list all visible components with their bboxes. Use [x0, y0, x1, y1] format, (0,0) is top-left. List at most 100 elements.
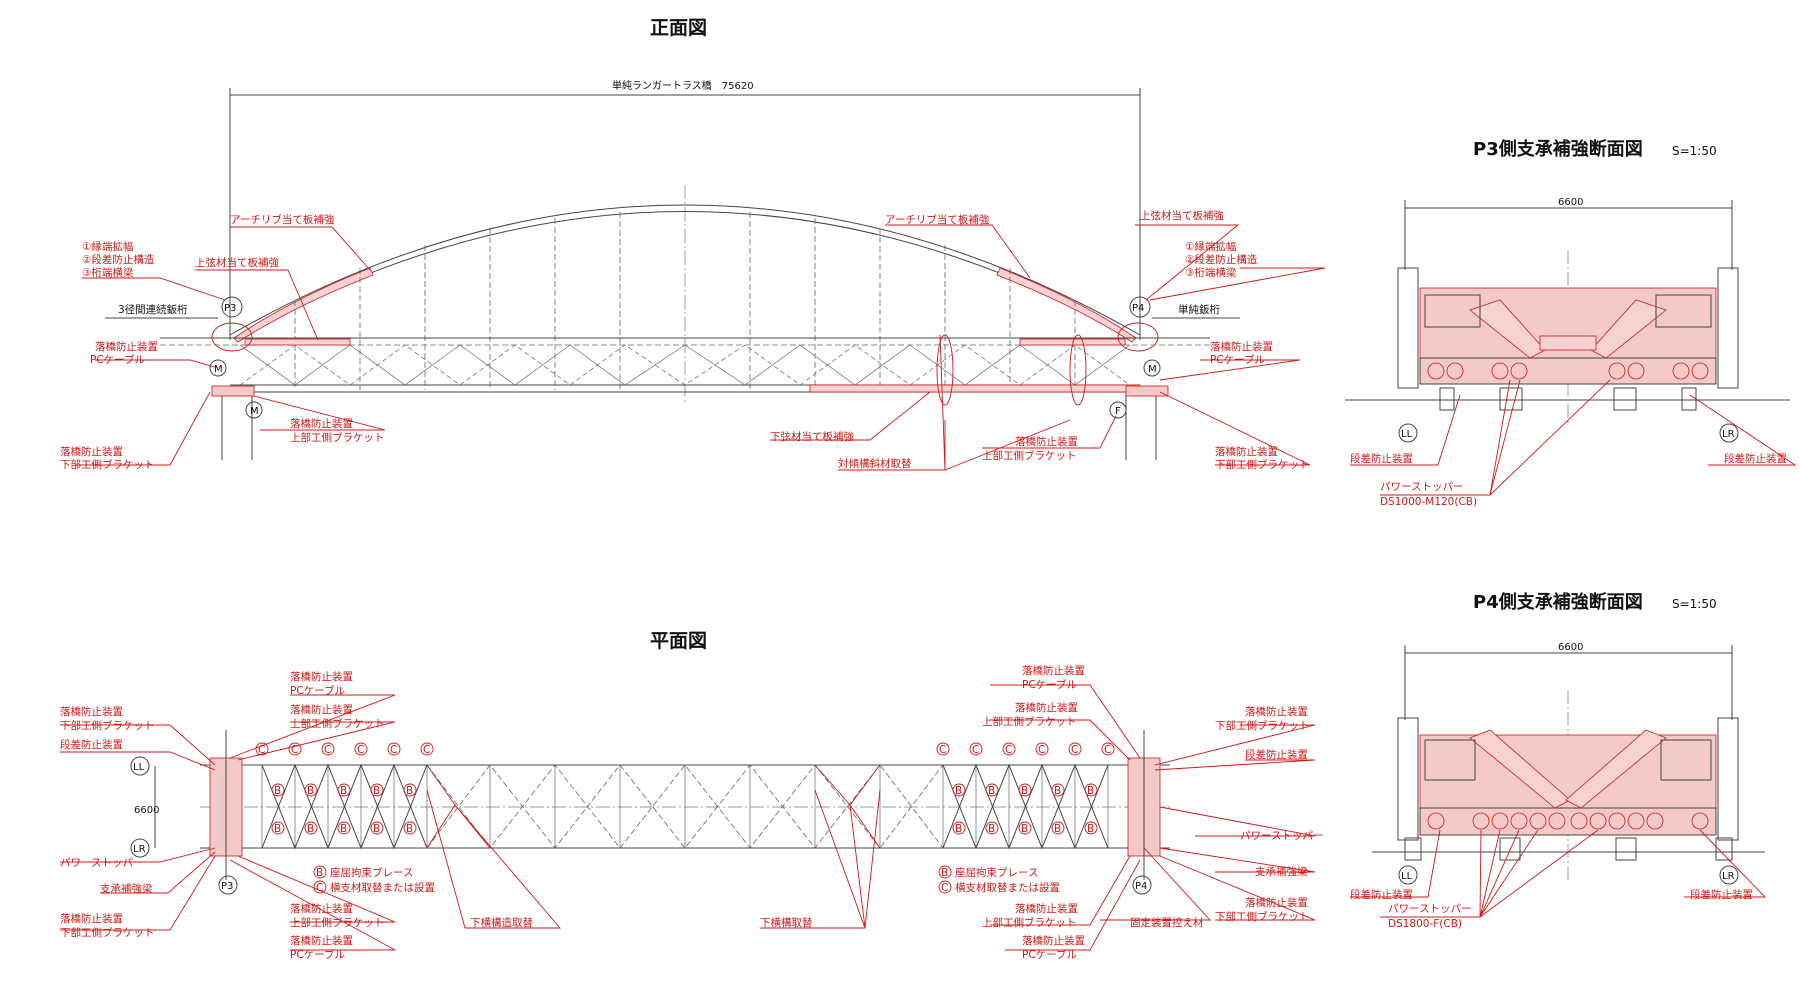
plan-label-l-top-pc-1: 落橋防止装置 [290, 670, 353, 683]
p3-bearing-3 [1613, 387, 1637, 411]
plan-label-r-top-sup-2: 上部工側ブラケット [982, 715, 1077, 728]
plan-label-l-bot-sup-2: 上部工側ブラケット [290, 916, 385, 929]
label-fall-pc-right-2: PCケーブル [1210, 353, 1265, 366]
p3-lr-marker [1719, 423, 1739, 443]
p4-label-power: パワーストッパー [1388, 903, 1471, 915]
p3-label-step-right: 段差防止装置 [1724, 452, 1787, 465]
right-end-mark [1117, 322, 1159, 352]
p4-section-title: P4側支承補強断面図 [1473, 591, 1643, 613]
plan-p4-label: P4 [1135, 881, 1147, 892]
bearing-f-right [1109, 401, 1127, 419]
plan-label-l-brace-c: 横支材取替または設置 [330, 881, 435, 894]
p4-bearing-3 [1615, 837, 1637, 861]
plan-lr-marker [130, 838, 150, 858]
svg-text:B: B [373, 823, 380, 835]
plan-lateral-bracing [426, 764, 944, 849]
pier-p3-label: P3 [224, 303, 236, 314]
plan-label-r-top-sup-1: 落橋防止装置 [1015, 701, 1078, 714]
front-pier-p3 [211, 385, 255, 460]
label-arch-rib-left: アーチリブ当て板補強 [230, 213, 335, 226]
plan-label-r-bot-pc-1: 落橋防止装置 [1022, 934, 1085, 947]
svg-text:B: B [955, 823, 962, 835]
p4-block-right [1660, 739, 1712, 781]
svg-text:B: B [988, 785, 995, 797]
plan-label-l-fall-sub-b1: 落橋防止装置 [60, 912, 123, 925]
plan-label-r-brace-c: 横支材取替または設置 [955, 881, 1060, 894]
label-upper-chord-right: 上弦材当て板補強 [1140, 209, 1224, 222]
p4-scale: S=1:50 [1672, 597, 1717, 611]
label-fall-sup-left-2: 上部工側ブラケット [290, 431, 385, 444]
svg-text:B: B [406, 785, 413, 797]
p4-lr-marker [1719, 865, 1739, 885]
svg-text:C: C [258, 744, 265, 756]
plan-label-l-fall-sub-b2: 下部工側ブラケット [60, 926, 155, 939]
plan-ll-marker [130, 756, 150, 776]
svg-text:C: C [941, 882, 948, 894]
p3-ll-marker [1398, 423, 1418, 443]
plan-label-l-bot-pc-2: PCケーブル [290, 948, 345, 961]
plan-label-l-brace-b: 座屈拘束ブレース [330, 866, 413, 879]
p4-label-model: DS1800-F(CB) [1388, 918, 1462, 930]
plan-label-l-bot-sup-1: 落橋防止装置 [290, 902, 353, 915]
plan-label-l-power: パワーストッパー [60, 857, 143, 869]
plan-label-l-top-sup-2: 上部工側ブラケット [290, 717, 385, 730]
p3-support-beam [1419, 357, 1717, 385]
plan-label-r-fall-sub-b2: 下部工側ブラケット [1215, 910, 1310, 923]
truss-diagonals [239, 344, 1131, 386]
p3-bearing-2 [1499, 387, 1523, 411]
label-fall-pc-left-2: PCケーブル [90, 353, 145, 366]
p3-label-step-left: 段差防止装置 [1350, 452, 1413, 465]
svg-text:C: C [291, 744, 298, 756]
bearing-m-text-1: M [214, 364, 223, 375]
plan-view: LL LR 6600 P3 P4 C C C C C C C C C C C C… [60, 664, 1323, 961]
plan-label-r-brace-b: 座屈拘束ブレース [955, 866, 1038, 879]
svg-text:B: B [1054, 785, 1061, 797]
p3-leaders [1350, 379, 1797, 496]
svg-text:B: B [941, 867, 948, 879]
plan-p3-marker [218, 875, 238, 895]
plan-label-l-top-sup-1: 落橋防止装置 [290, 703, 353, 716]
svg-text:C: C [324, 744, 331, 756]
bearing-f-text: F [1115, 406, 1121, 417]
plan-label-r-bot-sup-2: 上部工側ブラケット [982, 916, 1077, 929]
p4-ll-marker [1398, 865, 1418, 885]
label-arch-rib-right: アーチリブ当て板補強 [885, 213, 990, 226]
pier-p4-label: P4 [1132, 303, 1144, 314]
svg-text:B: B [988, 823, 995, 835]
p3-ll-label: LL [1401, 429, 1413, 440]
plan-b-markers: B B B B B B B B B B B B B B B B B B B B [271, 783, 1098, 835]
label-fall-sub-right-1: 落橋防止装置 [1215, 445, 1278, 458]
svg-text:C: C [1104, 744, 1111, 756]
plan-cross-beams [261, 765, 1109, 848]
plan-legend-c-left [313, 880, 327, 894]
svg-text:C: C [390, 744, 397, 756]
svg-text:C: C [357, 744, 364, 756]
label-note-left-1: ①縁端拡幅 [82, 240, 133, 253]
p3-section: 6600 LL LR [1345, 197, 1797, 508]
label-note-left-3: ③桁端横梁 [82, 266, 134, 279]
front-view: 単純ランガートラス橋 75620 [60, 79, 1326, 471]
plan-label-r-top-pc-1: 落橋防止装置 [1022, 664, 1085, 677]
svg-text:B: B [340, 785, 347, 797]
svg-text:B: B [1054, 823, 1061, 835]
p4-lr-label: LR [1722, 871, 1735, 882]
plan-p3-label: P3 [221, 881, 233, 892]
plan-label-r-bot-pc-2: PCケーブル [1022, 948, 1077, 961]
plan-label-l-fall-sub-1: 落橋防止装置 [60, 705, 123, 718]
label-fall-sub-right-2: 下部工側ブラケット [1215, 458, 1310, 471]
plan-label-r-step: 段差防止装置 [1245, 748, 1308, 761]
plan-label-r-support: 支承補強梁 [1255, 865, 1308, 878]
svg-text:B: B [274, 785, 281, 797]
diag-replace-mark-1 [936, 334, 954, 406]
front-view-title: 正面図 [650, 17, 707, 39]
plan-legend-b-left [313, 865, 327, 879]
p3-center-plate [1539, 335, 1597, 351]
plan-leaders [60, 684, 1316, 951]
plan-ll-label: LL [133, 762, 145, 773]
adjacent-span-right: 単純鈑桁 [1178, 303, 1220, 316]
p4-section: 6600 LL LR [1350, 642, 1767, 930]
p4-power-stoppers [1427, 812, 1709, 830]
bearing-m-text-3: M [1148, 364, 1157, 375]
plan-label-l-fall-sub-2: 下部工側ブラケット [60, 719, 155, 732]
plan-legend-c-right [938, 880, 952, 894]
